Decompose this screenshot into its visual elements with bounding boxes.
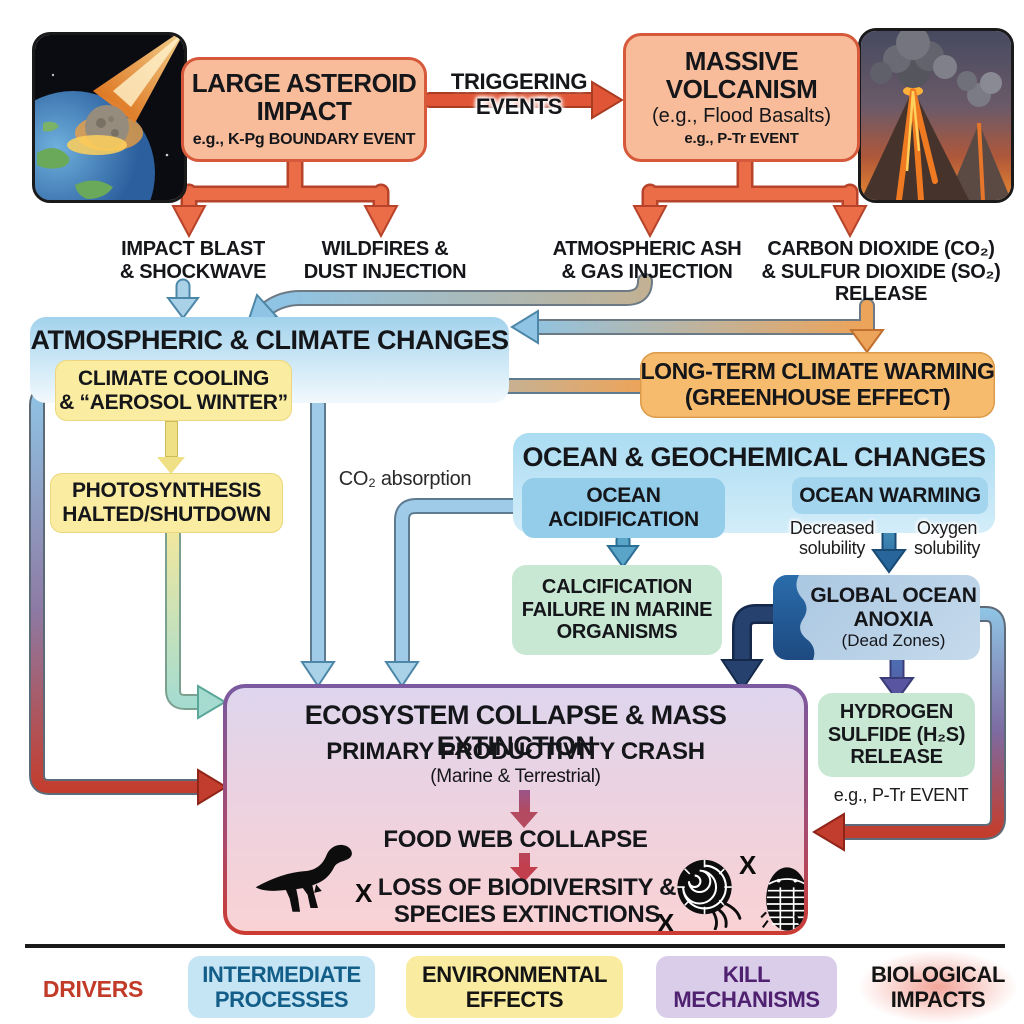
co2-so2-release-label: CARBON DIOXIDE (CO₂) & SULFUR DIOXIDE (S…: [761, 238, 1001, 306]
extinct-x-trilobite: X: [793, 912, 804, 932]
legend-kill-label: KILL MECHANISMS: [673, 961, 820, 1012]
arrow-anoxia-to-h2s: [879, 650, 915, 702]
triggering-events-label: TRIGGERING EVENTS: [450, 69, 588, 119]
legend-separator: [25, 944, 1005, 948]
asteroid-impact-example: e.g., K-Pg BOUNDARY EVENT: [192, 131, 416, 149]
volcanism-box: MASSIVE VOLCANISM (e.g., Flood Basalts) …: [623, 33, 860, 162]
ocean-acidification-label: OCEAN ACIDIFICATION: [548, 484, 699, 531]
decreased-solubility-label: Decreased solubility: [789, 518, 875, 559]
ocean-acidification-box: OCEAN ACIDIFICATION: [522, 478, 725, 538]
oxygen-solubility-label: Oxygen solubility: [913, 518, 981, 559]
productivity-crash-sub: (Marine & Terrestrial): [430, 766, 601, 787]
legend-intermediate-label: INTERMEDIATE PROCESSES: [202, 961, 361, 1012]
volcanism-subtitle: (e.g., Flood Basalts): [652, 105, 831, 128]
climate-cooling-box: CLIMATE COOLING & “AEROSOL WINTER”: [55, 360, 292, 421]
legend-drivers: DRIVERS: [42, 976, 144, 1002]
ash-injection-label: ATMOSPHERIC ASH & GAS INJECTION: [552, 238, 742, 283]
impact-blast-label: IMPACT BLAST & SHOCKWAVE: [119, 238, 267, 283]
asteroid-impact-title: LARGE ASTEROID IMPACT: [191, 67, 417, 126]
volcanism-example: e.g., P-Tr EVENT: [684, 130, 799, 148]
arrow-anoxia-to-ecosystem: [720, 604, 790, 692]
anoxia-water-blob: [773, 575, 815, 660]
h2s-release-label: HYDROGEN SULFIDE (H₂S) RELEASE: [827, 701, 966, 769]
anoxia-title: GLOBAL OCEAN ANOXIA: [810, 583, 977, 631]
ammonite-silhouette: [677, 859, 742, 930]
ocean-geochemical-title: OCEAN & GEOCHEMICAL CHANGES: [522, 442, 986, 472]
arrow-acidification-to-calcification: [606, 532, 640, 569]
arrow-productivity-to-foodweb: [510, 790, 538, 828]
atmospheric-changes-title: ATMOSPHERIC & CLIMATE CHANGES: [30, 325, 510, 355]
arrow-cooling-to-ecosystem: [29, 385, 228, 806]
productivity-crash-label: PRIMARY PRODUCTIVITY CRASH: [326, 738, 705, 765]
arrow-photosynthesis-to-ecosystem: [165, 525, 227, 720]
ecosystem-collapse-box: ECOSYSTEM COLLAPSE & MASS EXTINCTION PRI…: [223, 684, 808, 935]
asteroid-impact-box: LARGE ASTEROID IMPACT e.g., K-Pg BOUNDAR…: [181, 57, 427, 162]
arrow-volcanism-fork: [632, 151, 868, 239]
global-ocean-anoxia-box: GLOBAL OCEAN ANOXIA (Dead Zones): [773, 575, 980, 660]
arrow-anoxia-right-to-ecosystem: [812, 606, 1006, 852]
extinct-x-dinosaur: X: [355, 878, 373, 908]
legend-environmental-effects: ENVIRONMENTAL EFFECTS: [406, 956, 623, 1018]
arrow-cooling-to-photosynthesis: [157, 421, 185, 474]
dinosaur-silhouette: [255, 844, 352, 912]
volcanism-illustration: [858, 28, 1014, 203]
ecosystem-collapse-title: ECOSYSTEM COLLAPSE & MASS EXTINCTION: [304, 700, 727, 761]
arrow-co2-release-to-warming-and-atmospheric: [510, 298, 885, 354]
arrow-asteroid-fork: [171, 151, 399, 239]
h2s-release-box: HYDROGEN SULFIDE (H₂S) RELEASE: [818, 693, 975, 777]
biodiversity-loss-label: LOSS OF BIODIVERSITY & SPECIES EXTINCTIO…: [377, 874, 677, 929]
extinct-x-ammonite: X: [739, 850, 757, 880]
legend-intermediate-processes: INTERMEDIATE PROCESSES: [188, 956, 375, 1018]
legend-biological-label: BIOLOGICAL IMPACTS: [870, 961, 1006, 1012]
legend-biological-glow: [858, 950, 1018, 1024]
climate-cooling-label: CLIMATE COOLING & “AEROSOL WINTER”: [59, 366, 288, 414]
co2-absorption-label: CO₂ absorption: [338, 468, 472, 490]
asteroid-impact-illustration: [32, 32, 187, 203]
calcification-box: CALCIFICATION FAILURE IN MARINE ORGANISM…: [512, 565, 722, 655]
trilobite-silhouette: [760, 867, 804, 931]
arrow-co2-absorption: [384, 498, 532, 688]
longterm-warming-box: LONG-TERM CLIMATE WARMING (GREENHOUSE EF…: [640, 352, 995, 418]
ptr-event-label: e.g., P-Tr EVENT: [833, 785, 969, 805]
photosynthesis-label: PHOTOSYNTHESIS HALTED/SHUTDOWN: [62, 479, 271, 526]
longterm-warming-label: LONG-TERM CLIMATE WARMING (GREENHOUSE EF…: [640, 358, 995, 410]
calcification-label: CALCIFICATION FAILURE IN MARINE ORGANISM…: [521, 576, 713, 644]
volcanism-title: MASSIVE VOLCANISM: [665, 45, 818, 104]
legend-kill-mechanisms: KILL MECHANISMS: [656, 956, 837, 1018]
anoxia-subtitle: (Dead Zones): [841, 631, 946, 651]
legend-environmental-label: ENVIRONMENTAL EFFECTS: [421, 961, 608, 1012]
arrow-foodweb-to-biodiversity: [510, 853, 538, 882]
arrow-impact-blast-to-atmospheric: [166, 278, 200, 320]
arrow-triggering-events: [422, 80, 624, 120]
photosynthesis-box: PHOTOSYNTHESIS HALTED/SHUTDOWN: [50, 473, 283, 533]
food-web-collapse-label: FOOD WEB COLLAPSE: [383, 826, 648, 853]
ocean-warming-box: OCEAN WARMING: [792, 477, 988, 514]
extinct-x-species: X: [657, 908, 675, 931]
wildfires-label: WILDFIRES & DUST INJECTION: [303, 238, 467, 283]
legend-biological-impacts: BIOLOGICAL IMPACTS: [862, 956, 1014, 1018]
ocean-warming-label: OCEAN WARMING: [799, 483, 981, 507]
